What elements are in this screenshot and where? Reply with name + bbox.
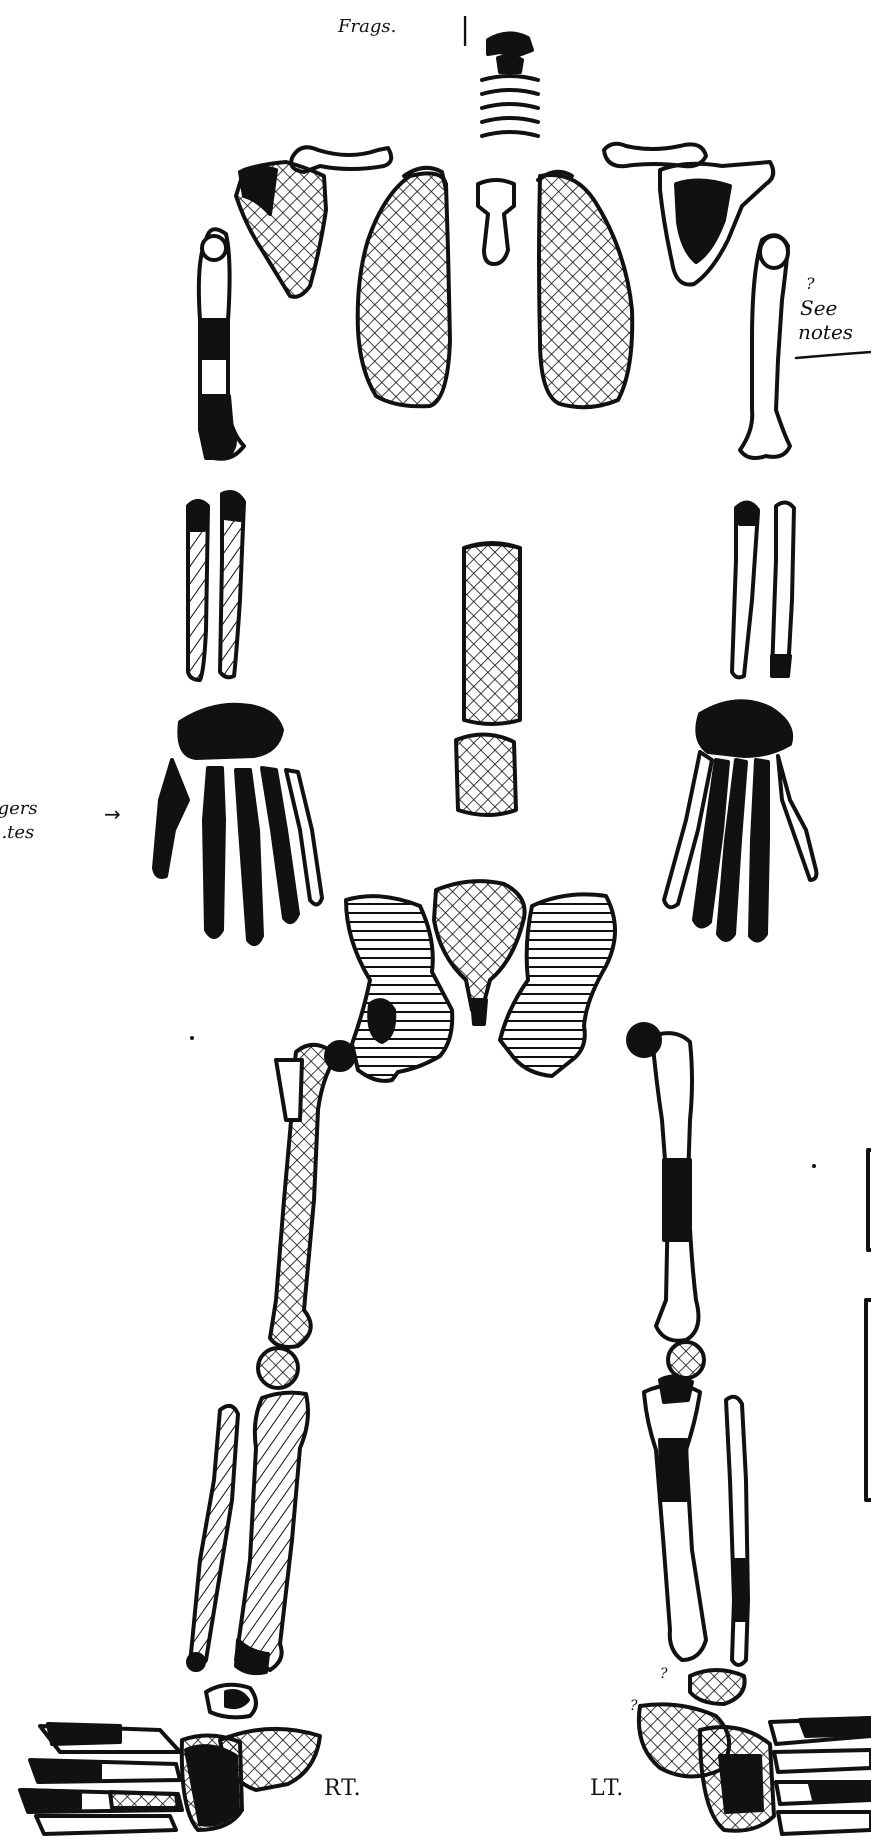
left-side-label: LT. [590,1776,624,1801]
left-femur [628,1024,698,1341]
side-note-underline [796,352,871,358]
right-ribs [358,173,450,406]
stray-dot [190,1036,194,1040]
arrow-icon: → [104,802,121,826]
edge-bracket-lower [866,1300,871,1500]
side-note-see: See [800,298,837,318]
left-foot [639,1704,871,1834]
left-hand [664,701,816,940]
left-fibula [726,1397,748,1665]
sacrum [434,881,525,1010]
right-patella [258,1348,298,1388]
right-femur [270,1042,354,1347]
sternum [478,180,514,264]
side-note-notes: notes [798,322,853,342]
right-hand [154,705,322,944]
right-tibia [236,1393,308,1673]
left-margin-note-2: ...tes [0,822,34,843]
right-forearm [188,492,244,680]
foot-mark-2: ? [630,1696,638,1716]
frags-note: Frags. [338,16,396,37]
right-fibula [188,1406,238,1670]
left-talus [690,1670,745,1704]
left-patella [668,1342,704,1378]
right-talus [206,1685,256,1718]
right-side-label: RT. [324,1776,362,1801]
right-foot [20,1724,320,1834]
stray-dot [812,1164,816,1168]
right-humerus [199,229,244,459]
left-humerus [740,235,790,458]
left-tibia [644,1376,706,1660]
left-ribs [539,175,632,407]
frags-tick: | [460,12,470,47]
foot-mark-1: ? [660,1664,668,1684]
left-forearm [732,502,794,677]
cervical-vertebrae [482,76,538,136]
left-margin-note-1: fingers [0,798,38,819]
skull-fragments [488,33,532,72]
thoracic-lumbar-spine [456,543,520,815]
coccyx [472,1000,486,1024]
side-note-mark: ? [806,274,815,294]
